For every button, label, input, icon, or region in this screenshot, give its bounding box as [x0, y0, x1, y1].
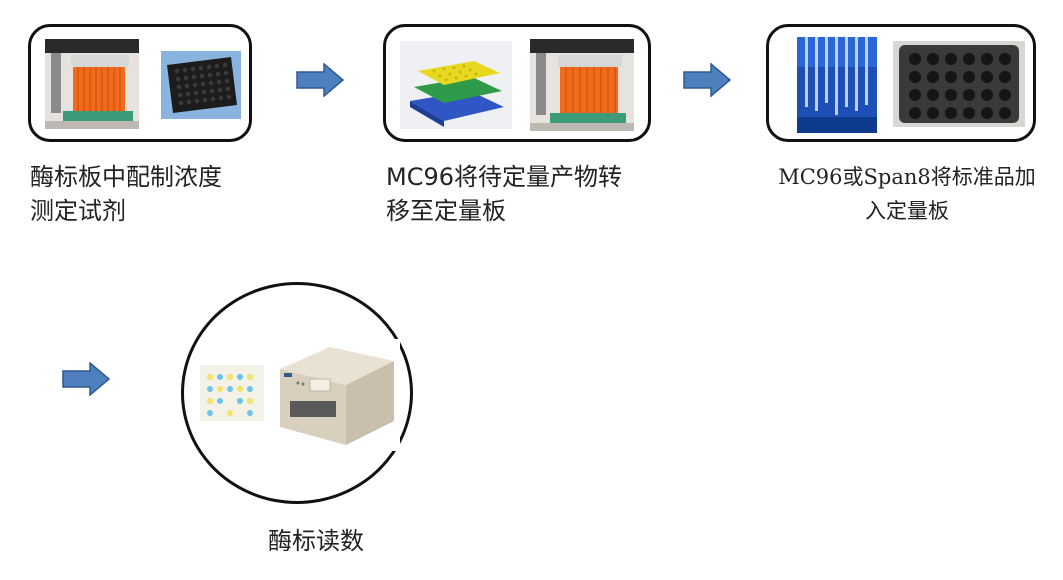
colored-microplate-photo: [200, 365, 264, 421]
step-2-caption-line-1: MC96将待定量产物转: [386, 163, 623, 191]
step-3-caption-line-2: 入定量板: [865, 199, 949, 223]
liquid-handler-photo: [530, 39, 634, 131]
step-4-caption: 酶标读数: [268, 524, 364, 558]
step-2-frame: [383, 24, 651, 142]
step-1-caption-line-1: 酶标板中配制浓度: [30, 163, 222, 191]
right-arrow-icon: [683, 63, 731, 97]
step-4-caption-line-1: 酶标读数: [268, 527, 364, 555]
step-3-caption: MC96或Span8将标准品加 入定量板: [776, 160, 1038, 228]
right-arrow-icon: [296, 63, 344, 97]
step-1-caption: 酶标板中配制浓度 测定试剂: [30, 160, 222, 228]
step-4-frame: [181, 282, 413, 504]
tube-rack-photo: [893, 41, 1025, 127]
step-3-frame: [766, 24, 1036, 142]
plate-reader-photo: [270, 339, 400, 451]
step-2-caption-line-2: 移至定量板: [386, 197, 506, 225]
pipette-tips-photo: [797, 37, 877, 133]
step-2-caption: MC96将待定量产物转 移至定量板: [386, 160, 622, 228]
step-3-caption-line-1: MC96或Span8将标准品加: [778, 165, 1036, 189]
liquid-handler-photo: [45, 39, 139, 129]
black-microplate-photo: [161, 51, 241, 119]
stacked-pcr-plates-photo: [400, 41, 512, 129]
step-1-caption-line-2: 测定试剂: [30, 197, 126, 225]
step-1-frame: [28, 24, 252, 142]
right-arrow-icon: [62, 362, 110, 396]
